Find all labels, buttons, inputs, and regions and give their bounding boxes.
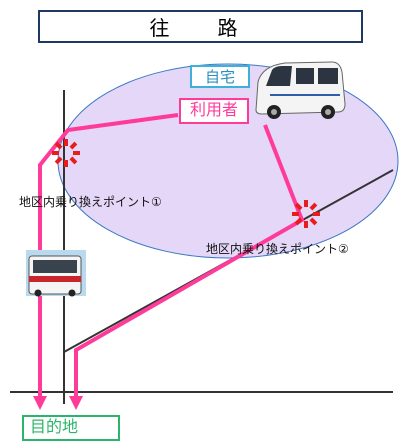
transfer-marker-1-icon	[52, 139, 80, 167]
service-area-ellipse	[57, 63, 399, 259]
bus-icon	[26, 250, 86, 297]
white-van-icon	[255, 61, 346, 119]
route-user-to-point2	[74, 124, 305, 400]
transfer-marker-2-icon	[292, 200, 320, 228]
page-title: 往 路	[38, 10, 363, 43]
home-label: 自宅	[190, 65, 250, 88]
user-label: 利用者	[179, 98, 249, 124]
transfer-point-1-label: 地区内乗り換えポイント①	[19, 195, 162, 209]
destination-label: 目的地	[22, 415, 120, 441]
route-arrow-2	[69, 396, 83, 410]
route-arrow-1	[33, 396, 47, 410]
transfer-point-2-label: 地区内乗り換えポイント②	[206, 242, 349, 256]
